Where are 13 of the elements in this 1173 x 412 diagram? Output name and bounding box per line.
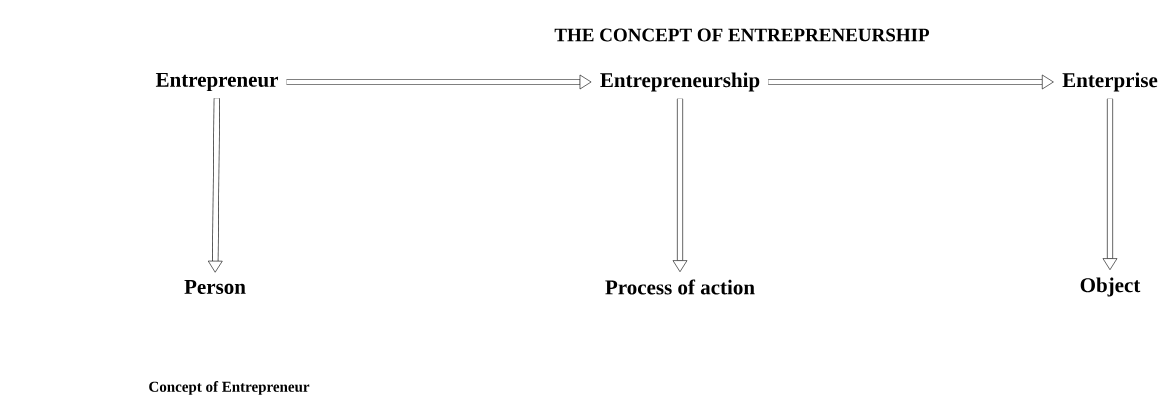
caption: Concept of Entrepreneur (149, 381, 310, 395)
node-label: Enterprise (1062, 72, 1158, 92)
hollow-arrow (768, 74, 1054, 90)
node-label: Entrepreneurship (600, 72, 760, 92)
node-label: Object (1080, 277, 1141, 297)
hollow-arrow (207, 98, 223, 273)
diagram-title: THE CONCEPT OF ENTREPRENEURSHIP (554, 28, 930, 42)
hollow-arrow (1102, 98, 1118, 270)
node-label: Person (184, 280, 246, 294)
hollow-arrow (286, 74, 592, 90)
hollow-arrow (672, 98, 688, 273)
node-label: Entrepreneur (155, 72, 278, 92)
node-label: Process of action (605, 279, 755, 295)
